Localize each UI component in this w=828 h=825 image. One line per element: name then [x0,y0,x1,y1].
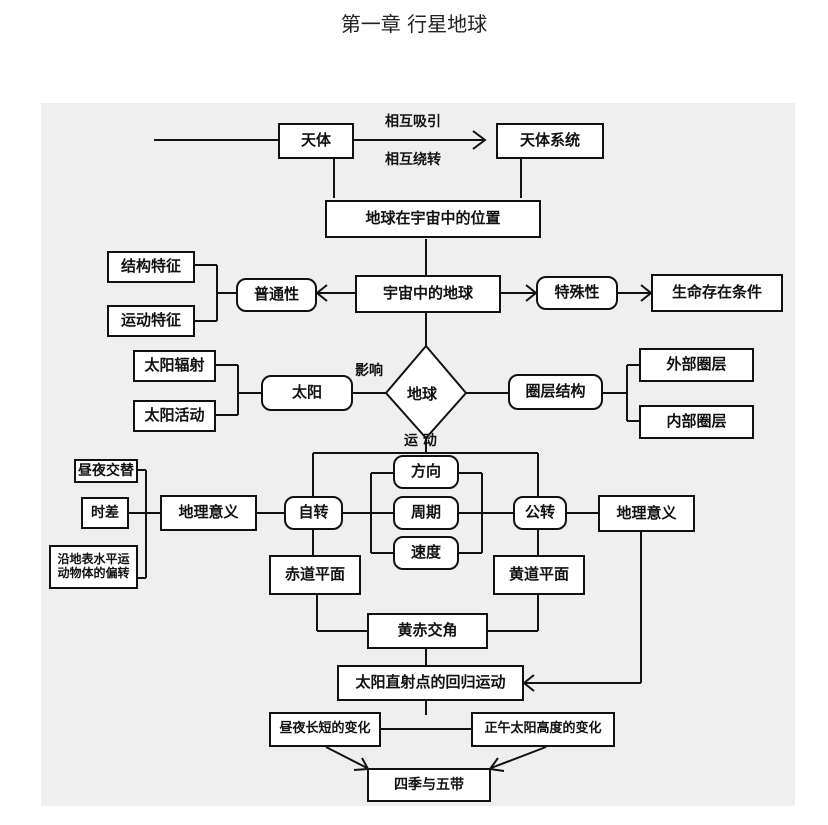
subsolar-arrowhead [522,674,535,692]
celestial-body-node: 天体 [278,123,354,159]
concept-map: 相互吸引 相互绕转 影响 运 动 天体 天体系统 地球在宇宙中的位置 宇宙中的地… [41,103,795,806]
equator-plane-node: 赤道平面 [269,555,361,595]
page-title: 第一章 行星地球 [340,12,488,36]
sphere-structure-node: 圈层结构 [508,374,603,410]
sun-node: 太阳 [261,375,353,411]
commonality-node: 普通性 [236,278,317,312]
time-difference-node: 时差 [81,497,129,529]
orbit-label: 相互绕转 [385,152,441,168]
attract-label: 相互吸引 [385,114,441,130]
earth-node: 地球 [407,385,438,403]
attract-arrowhead [472,130,487,150]
solar-radiation-node: 太阳辐射 [133,350,216,382]
earth-diamond [384,344,468,440]
motion-label: 运 动 [404,433,437,449]
structure-feature-node: 结构特征 [107,251,195,283]
direction-node: 方向 [393,455,459,489]
rotation-node: 自转 [284,496,343,530]
deflection-node: 沿地表水平运动物体的偏转 [49,545,138,589]
outer-sphere-node: 外部圈层 [639,348,754,382]
inner-sphere-node: 内部圈层 [639,405,754,439]
earth-position-node: 地球在宇宙中的位置 [325,200,541,238]
revolution-node: 公转 [513,496,567,530]
day-night-node: 昼夜交替 [74,459,138,483]
period-node: 周期 [393,496,459,530]
geo-meaning-left-node: 地理意义 [160,495,257,531]
obliquity-node: 黄赤交角 [367,613,488,649]
speed-node: 速度 [393,536,459,570]
subsolar-migration-node: 太阳直射点的回归运动 [337,665,524,701]
day-length-change-node: 昼夜长短的变化 [269,712,381,747]
celestial-system-node: 天体系统 [496,123,604,159]
ecliptic-plane-node: 黄道平面 [493,555,585,595]
commonality-arrowhead [315,284,328,302]
universe-earth-node: 宇宙中的地球 [355,275,501,313]
motion-feature-node: 运动特征 [107,305,195,337]
noon-altitude-change-node: 正午太阳高度的变化 [471,712,615,747]
solar-activity-node: 太阳活动 [133,400,216,432]
influence-label: 影响 [355,363,383,379]
geo-meaning-right-node: 地理意义 [598,495,695,532]
seasons-zones-node: 四季与五带 [367,768,491,802]
life-conditions-node: 生命存在条件 [651,274,783,312]
specialty-node: 特殊性 [536,276,618,310]
